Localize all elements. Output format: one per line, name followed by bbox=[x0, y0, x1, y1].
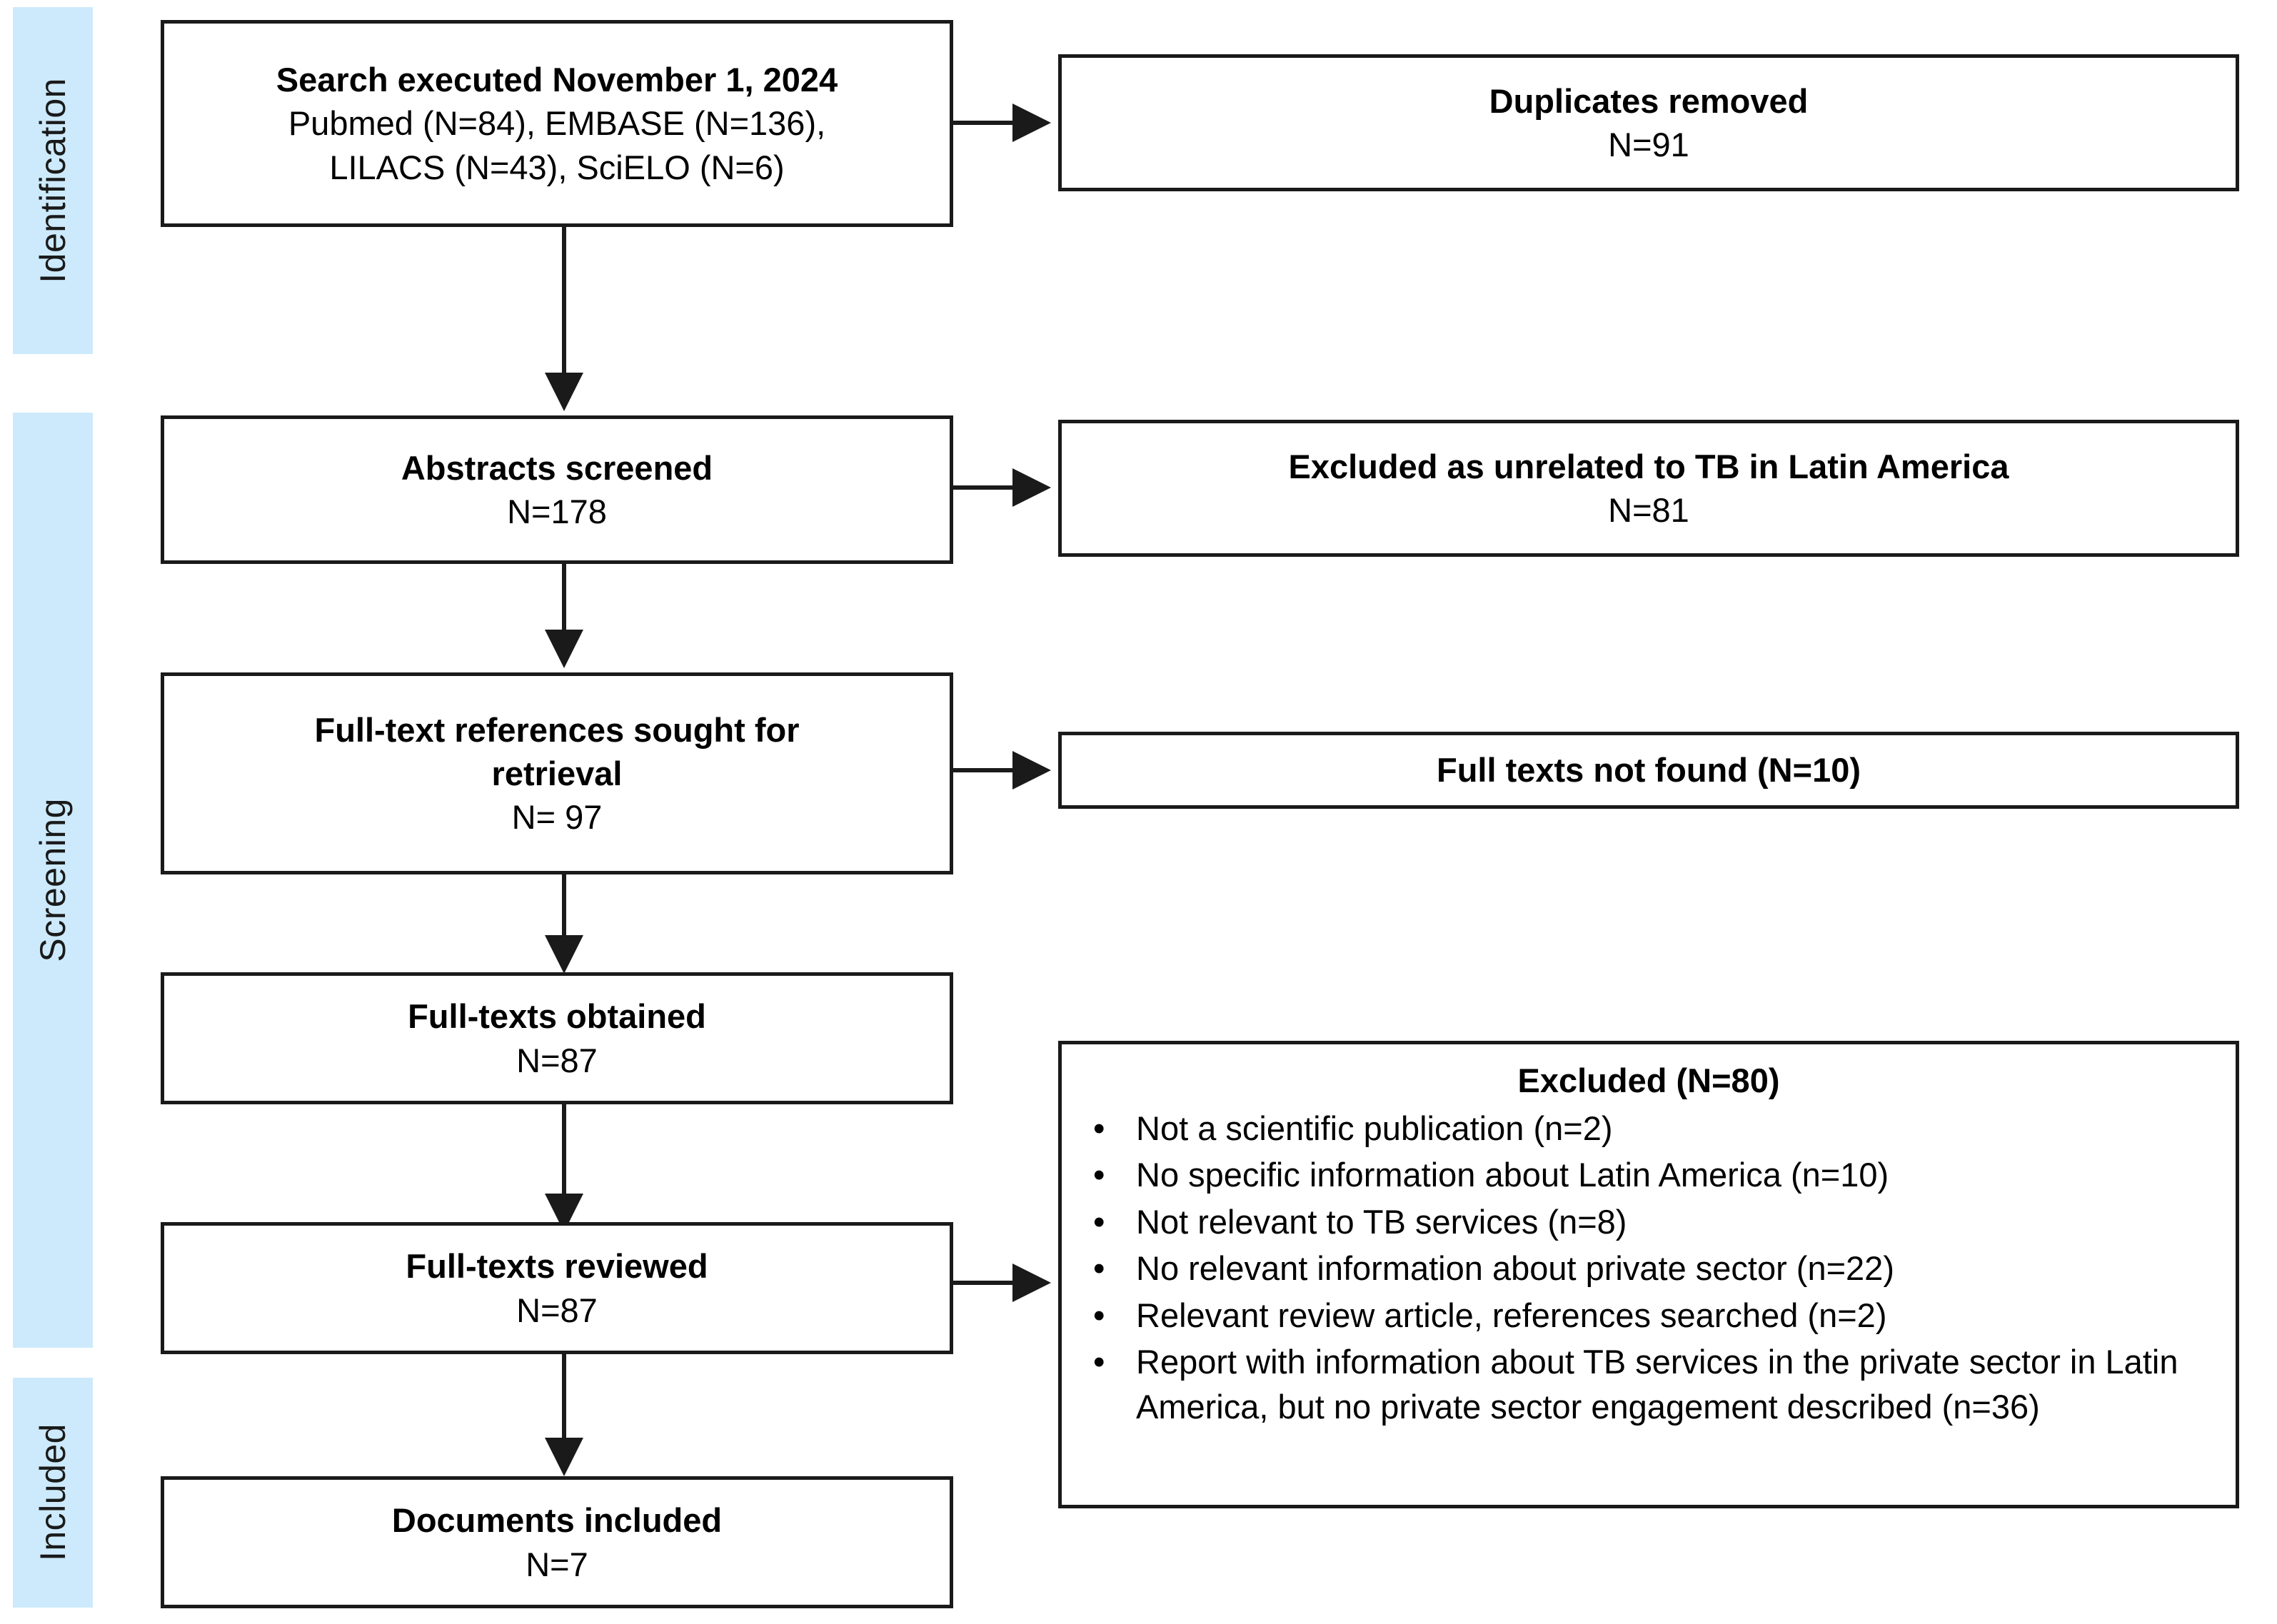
sought-count: N= 97 bbox=[511, 798, 603, 837]
box-abstracts-screened: Abstracts screened N=178 bbox=[161, 415, 953, 564]
bullet-icon: • bbox=[1093, 1296, 1105, 1334]
list-item: • Report with information about TB servi… bbox=[1080, 1340, 2217, 1429]
included-title: Documents included bbox=[391, 1501, 723, 1540]
box-duplicates-removed: Duplicates removed N=91 bbox=[1058, 54, 2239, 191]
bullet-icon: • bbox=[1093, 1109, 1105, 1147]
stage-strip-screening: Screening bbox=[13, 413, 93, 1348]
list-item-label: Not a scientific publication (n=2) bbox=[1136, 1109, 1613, 1147]
search-sources-line-2: LILACS (N=43), SciELO (N=6) bbox=[329, 148, 785, 186]
box-full-texts-not-found: Full texts not found (N=10) bbox=[1058, 732, 2239, 809]
search-sources-line-1: Pubmed (N=84), EMBASE (N=136), bbox=[288, 104, 826, 143]
box-documents-included: Documents included N=7 bbox=[161, 1476, 953, 1608]
duplicates-count: N=91 bbox=[1608, 126, 1689, 163]
box-full-text-sought: Full-text references sought for retrieva… bbox=[161, 672, 953, 874]
abstracts-title: Abstracts screened bbox=[401, 448, 713, 487]
bullet-icon: • bbox=[1093, 1343, 1105, 1381]
box-full-texts-reviewed: Full-texts reviewed N=87 bbox=[161, 1222, 953, 1354]
list-item: • No specific information about Latin Am… bbox=[1080, 1153, 2217, 1198]
reviewed-count: N=87 bbox=[516, 1291, 598, 1329]
bullet-icon: • bbox=[1093, 1202, 1105, 1241]
reviewed-title: Full-texts reviewed bbox=[406, 1247, 708, 1286]
sought-title-line-2: retrieval bbox=[491, 754, 623, 792]
list-item-label: Relevant review article, references sear… bbox=[1136, 1296, 1887, 1334]
sought-title-line-1: Full-text references sought for bbox=[314, 710, 800, 749]
box-excluded-detail: Excluded (N=80) • Not a scientific publi… bbox=[1058, 1041, 2239, 1508]
list-item-label: No relevant information about private se… bbox=[1136, 1249, 1894, 1288]
abstracts-count: N=178 bbox=[507, 493, 607, 530]
obtained-count: N=87 bbox=[516, 1041, 598, 1079]
list-item-label: No specific information about Latin Amer… bbox=[1136, 1156, 1889, 1194]
bullet-icon: • bbox=[1093, 1249, 1105, 1288]
stage-strip-identification: Identification bbox=[13, 7, 93, 354]
box-full-texts-obtained: Full-texts obtained N=87 bbox=[161, 972, 953, 1104]
not-found-label: Full texts not found (N=10) bbox=[1436, 751, 1861, 790]
bullet-icon: • bbox=[1093, 1156, 1105, 1194]
list-item-label: Report with information about TB service… bbox=[1136, 1343, 2178, 1426]
search-title: Search executed November 1, 2024 bbox=[276, 61, 838, 99]
list-item: • Not relevant to TB services (n=8) bbox=[1080, 1200, 2217, 1245]
box-search-executed: Search executed November 1, 2024 Pubmed … bbox=[161, 20, 953, 227]
obtained-title: Full-texts obtained bbox=[408, 997, 706, 1036]
duplicates-title: Duplicates removed bbox=[1489, 81, 1809, 120]
stage-strip-included: Included bbox=[13, 1378, 93, 1608]
box-excluded-unrelated: Excluded as unrelated to TB in Latin Ame… bbox=[1058, 420, 2239, 557]
list-item: • Not a scientific publication (n=2) bbox=[1080, 1106, 2217, 1151]
excluded-detail-title: Excluded (N=80) bbox=[1517, 1061, 1780, 1099]
included-count: N=7 bbox=[526, 1545, 588, 1583]
list-item: • No relevant information about private … bbox=[1080, 1246, 2217, 1291]
excluded-reasons-list: • Not a scientific publication (n=2) • N… bbox=[1080, 1106, 2217, 1432]
list-item: • Relevant review article, references se… bbox=[1080, 1293, 2217, 1338]
excluded-unrelated-count: N=81 bbox=[1608, 491, 1689, 529]
excluded-unrelated-title: Excluded as unrelated to TB in Latin Ame… bbox=[1288, 447, 2009, 485]
list-item-label: Not relevant to TB services (n=8) bbox=[1136, 1202, 1627, 1241]
